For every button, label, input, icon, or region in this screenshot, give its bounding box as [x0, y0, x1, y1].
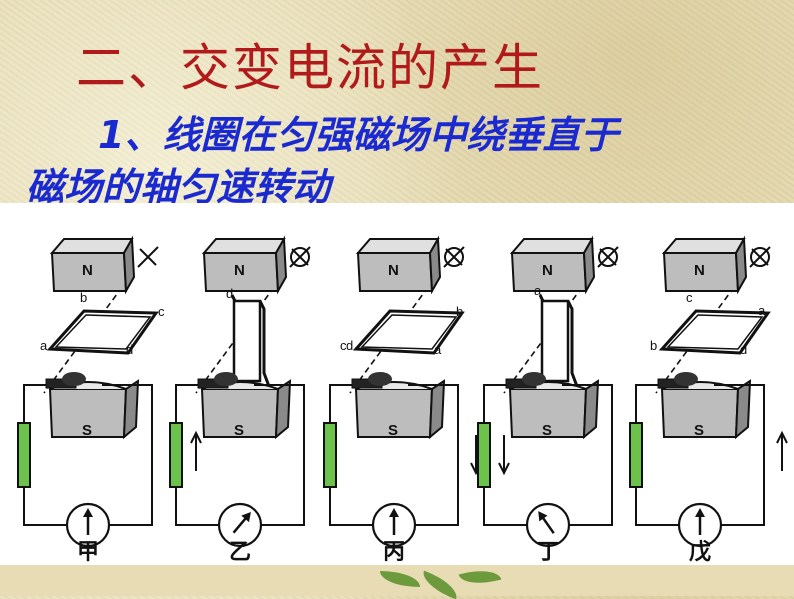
generator-diagram-panel: NabcdS甲NdaS乙NcbdaS丙NadS丁NbcadS戊: [0, 203, 794, 565]
coil-corner-label-b: b: [456, 304, 463, 319]
south-pole-label: S: [388, 422, 398, 439]
galvanometer: [371, 502, 417, 548]
leaf-decoration: [418, 570, 462, 599]
coil: [540, 299, 570, 383]
south-pole-label: S: [542, 422, 552, 439]
north-pole-label: N: [234, 262, 245, 279]
leaf-decoration: [458, 564, 502, 590]
generator-panel-5: Nb c a dS 戊: [629, 238, 788, 565]
rotation-axis-symbol: [137, 246, 159, 268]
current-arrow: [190, 430, 202, 471]
north-pole-label: N: [388, 262, 399, 279]
slip-ring: [368, 372, 392, 386]
generator-panel-4: NadS丁: [477, 238, 619, 565]
coil: [46, 309, 159, 355]
slide-subtitle-line-1: 1、线圈在匀强磁场中绕垂直于: [98, 113, 619, 157]
south-pole-label: S: [694, 422, 704, 439]
panel-caption: 戊: [689, 540, 711, 565]
slip-ring: [674, 372, 698, 386]
north-magnet: [663, 238, 747, 292]
south-pole-label: S: [82, 422, 92, 439]
generator-panel-2: NdaS乙: [169, 238, 311, 565]
resistor: [477, 422, 491, 488]
leaf-decoration: [380, 571, 420, 587]
galvanometer: [65, 502, 111, 548]
galvanometer: [525, 502, 571, 548]
coil-corner-label-a: a: [40, 338, 48, 353]
north-pole-label: N: [694, 262, 705, 279]
galvanometer-needle: [83, 508, 93, 535]
south-magnet: [509, 380, 599, 438]
coil-corner-label-a: a: [534, 283, 542, 298]
resistor: [169, 422, 183, 488]
rotation-axis-symbol: [597, 246, 619, 268]
north-magnet: [511, 238, 595, 292]
coil-corner-label-d: d: [346, 338, 353, 353]
slip-ring: [522, 372, 546, 386]
slip-ring: [214, 372, 238, 386]
panel-caption: 丁: [537, 540, 559, 565]
north-magnet: [51, 238, 135, 292]
coil: [658, 309, 771, 355]
south-magnet: [355, 380, 445, 438]
galvanometer: [677, 502, 723, 548]
resistor: [17, 422, 31, 488]
current-arrow: [776, 430, 788, 471]
coil-corner-label-b: b: [650, 338, 657, 353]
rotation-axis-symbol: [443, 246, 465, 268]
coil-corner-label-c: c: [686, 290, 693, 305]
coil-corner-label-d: d: [740, 342, 747, 357]
galvanometer-needle: [538, 511, 555, 534]
rotation-axis-symbol: [289, 246, 311, 268]
coil-corner-label-b: b: [80, 290, 87, 305]
coil-corner-label-a: a: [758, 303, 766, 318]
coil-corner-label-c: c: [340, 338, 347, 353]
south-magnet: [661, 380, 751, 438]
north-pole-label: N: [542, 262, 553, 279]
north-magnet: [203, 238, 287, 292]
south-magnet: [49, 380, 139, 438]
galvanometer: [217, 502, 263, 548]
rotation-axis-symbol: [749, 246, 771, 268]
galvanometer-needle: [232, 511, 251, 534]
panel-caption: 乙: [229, 540, 251, 565]
coil-corner-label-a: a: [434, 342, 442, 357]
current-arrow: [498, 435, 510, 476]
generator-diagram: NabcdS甲NdaS乙NcbdaS丙NadS丁NbcadS戊: [17, 238, 788, 565]
galvanometer-needle: [389, 508, 399, 535]
coil: [352, 309, 465, 355]
south-pole-label: S: [234, 422, 244, 439]
south-magnet: [201, 380, 291, 438]
slip-ring: [62, 372, 86, 386]
resistor: [629, 422, 643, 488]
galvanometer-needle: [695, 508, 705, 535]
generator-panel-1: Na b c dS 甲: [17, 238, 165, 565]
generator-panel-3: Nc b d aS 丙: [323, 238, 482, 565]
north-magnet: [357, 238, 441, 292]
panel-caption: 甲: [77, 540, 99, 565]
coil-corner-label-d: d: [126, 342, 133, 357]
resistor: [323, 422, 337, 488]
coil-corner-label-d: d: [226, 286, 233, 301]
north-pole-label: N: [82, 262, 93, 279]
bottom-background-strip: [0, 564, 794, 599]
slide-title: 二、交变电流的产生: [76, 39, 544, 97]
panel-caption: 丙: [383, 540, 405, 565]
slide-subtitle-line-2: 磁场的轴匀速转动: [26, 165, 331, 209]
coil: [232, 299, 262, 383]
coil-corner-label-c: c: [158, 304, 165, 319]
